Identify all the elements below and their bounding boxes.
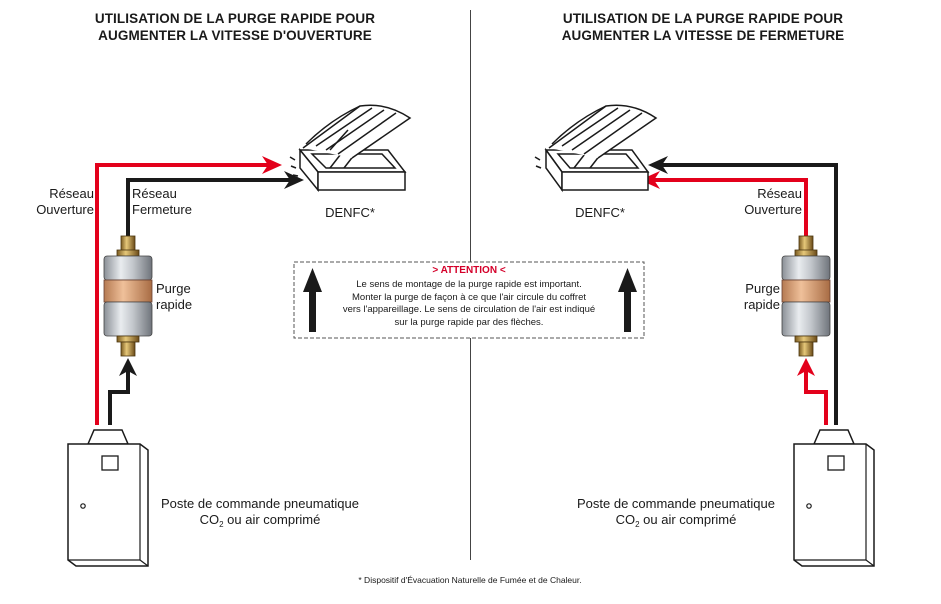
left-black-line: [108, 171, 304, 425]
left-control-cabinet-icon: [67, 429, 149, 567]
left-purge-rapide-icon: [103, 235, 153, 357]
left-purge-rapide-label: Purge rapide: [156, 281, 193, 312]
right-reseau-ouverture-label: Réseau Ouverture: [744, 186, 802, 217]
right-title-line1: UTILISATION DE LA PURGE RAPIDE POUR: [562, 11, 844, 26]
left-red-line: [95, 156, 282, 425]
right-control-cabinet-icon: [793, 429, 875, 567]
footnote: * Dispositif d'Évacuation Naturelle de F…: [358, 575, 582, 585]
right-title: UTILISATION DE LA PURGE RAPIDE POUR AUGM…: [538, 10, 868, 44]
left-skylight-icon: [289, 104, 412, 193]
attention-title: > ATTENTION <: [432, 265, 506, 276]
left-title: UTILISATION DE LA PURGE RAPIDE POUR AUGM…: [70, 10, 400, 44]
attention-box: [293, 261, 645, 339]
left-reseau-fermeture-label: Réseau Fermeture: [132, 186, 192, 217]
right-denfc-label: DENFC*: [575, 205, 625, 220]
attention-right-arrow-icon: [624, 290, 631, 332]
right-black-line: [648, 156, 838, 425]
attention-left-arrow-icon: [309, 290, 316, 332]
right-red-line: [640, 171, 828, 425]
right-purge-rapide-icon: [781, 235, 831, 357]
right-title-line2: AUGMENTER LA VITESSE DE FERMETURE: [561, 28, 845, 43]
left-denfc-label: DENFC*: [325, 205, 375, 220]
left-poste-label: Poste de commande pneumatique CO2 ou air…: [160, 496, 359, 529]
left-title-line1: UTILISATION DE LA PURGE RAPIDE POUR: [94, 11, 376, 26]
right-poste-label: Poste de commande pneumatique CO2 ou air…: [576, 496, 775, 529]
attention-panel: > ATTENTION < Le sens de montage de la p…: [294, 262, 644, 338]
right-skylight-icon: [534, 104, 658, 193]
attention-text: Le sens de montage de la purge rapide es…: [342, 279, 596, 328]
left-reseau-ouverture-label: Réseau Ouverture: [36, 186, 94, 217]
right-purge-rapide-label: Purge rapide: [743, 281, 780, 312]
left-title-line2: AUGMENTER LA VITESSE D'OUVERTURE: [98, 28, 372, 43]
